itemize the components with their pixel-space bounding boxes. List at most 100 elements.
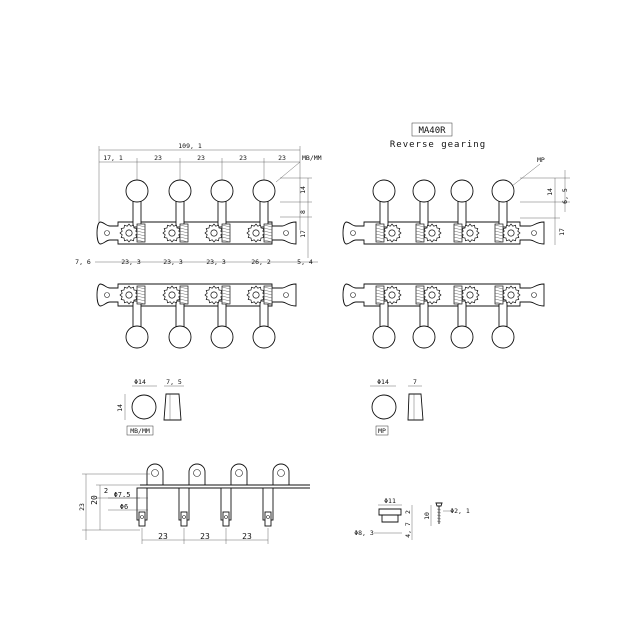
model-name: MA40R bbox=[418, 126, 446, 136]
right-dim-label: 17 bbox=[299, 230, 307, 238]
post-tip bbox=[138, 511, 146, 527]
spacing-label: 23 bbox=[200, 532, 210, 541]
knob-caption: MB/MM bbox=[130, 427, 150, 435]
worm-thread bbox=[179, 286, 189, 305]
knob-type-label: MP bbox=[537, 156, 545, 164]
bushing-right-label: 2 bbox=[404, 510, 412, 514]
side-dim-label: 2 bbox=[104, 487, 108, 495]
knob-caption-box bbox=[375, 425, 389, 436]
tuner-knob bbox=[372, 325, 396, 349]
tuner-knob bbox=[125, 179, 149, 203]
knob-front-view bbox=[131, 394, 157, 420]
side-view: 23 20 2 Φ7.5 Φ6 23 23 23 bbox=[78, 463, 310, 544]
knob-shaft bbox=[498, 300, 508, 328]
shaft-dim-label: Φ6 bbox=[120, 503, 128, 511]
knob-shaft bbox=[175, 200, 185, 228]
worm-thread bbox=[221, 286, 231, 305]
right-dim-label: 17 bbox=[558, 228, 566, 236]
tuner-knob bbox=[168, 179, 192, 203]
spacing-top-label: 23 bbox=[278, 154, 286, 162]
tuner-knob bbox=[125, 325, 149, 349]
post-set bbox=[136, 463, 290, 527]
knob-shaft bbox=[259, 200, 269, 228]
mounting-hole bbox=[193, 469, 201, 477]
worm-thread bbox=[221, 224, 231, 243]
knob-detail-right: Φ14 7 MP bbox=[370, 378, 424, 436]
knob-shaft bbox=[379, 300, 389, 328]
mounting-hole bbox=[350, 292, 356, 298]
knob-type-label: MB/MM bbox=[302, 154, 322, 162]
gear-hub bbox=[507, 291, 515, 299]
spacing-label: 23 bbox=[158, 532, 168, 541]
gear-hub bbox=[388, 229, 396, 237]
gear-hub bbox=[428, 229, 436, 237]
string-hole bbox=[140, 515, 144, 519]
post-tip bbox=[180, 511, 188, 527]
bushing-top-label: Φ11 bbox=[384, 497, 396, 505]
knob-diameter-label: Φ14 bbox=[377, 378, 389, 386]
worm-thread bbox=[453, 286, 463, 305]
bushing-body bbox=[381, 514, 399, 523]
side-dim-label: 23 bbox=[78, 503, 86, 511]
knob-shaft bbox=[419, 200, 429, 228]
knob-front-view bbox=[371, 394, 397, 420]
spacing-top-label: 23 bbox=[154, 154, 162, 162]
tuner-knob bbox=[450, 179, 474, 203]
knob-shaft bbox=[217, 200, 227, 228]
leader-line bbox=[511, 163, 541, 187]
gear-hub bbox=[168, 229, 176, 237]
mounting-ear bbox=[230, 463, 248, 485]
mounting-hole bbox=[283, 230, 289, 236]
tuner-knob bbox=[252, 325, 276, 349]
spacing-top-label: 17, 1 bbox=[103, 154, 123, 162]
bushing-bottom-label: Φ8, 3 bbox=[354, 529, 374, 537]
gear-hub bbox=[125, 291, 133, 299]
bushing-flange bbox=[378, 508, 402, 516]
spacing-bottom-label: 26, 2 bbox=[251, 258, 271, 266]
leader-line bbox=[275, 161, 301, 183]
knob-shaft bbox=[457, 300, 467, 328]
knob-shaft bbox=[132, 200, 142, 228]
knob-shaft bbox=[457, 200, 467, 228]
tuner-knob bbox=[450, 325, 474, 349]
screw-length-label: 10 bbox=[423, 512, 431, 520]
screw-detail: 10 Φ2, 1 bbox=[423, 502, 470, 526]
mounting-hole bbox=[531, 292, 537, 298]
spacing-top-label: 23 bbox=[239, 154, 247, 162]
bushing-right-label: 4, 7 bbox=[404, 522, 412, 538]
gear-hub bbox=[388, 291, 396, 299]
worm-thread bbox=[415, 286, 425, 305]
gear-hub bbox=[466, 291, 474, 299]
worm-thread bbox=[136, 286, 146, 305]
model-name-box bbox=[411, 122, 453, 137]
mounting-hole bbox=[104, 292, 110, 298]
worm-thread bbox=[263, 224, 273, 243]
model-subtitle: Reverse gearing bbox=[390, 140, 486, 150]
mounting-hole bbox=[350, 230, 356, 236]
spacing-bottom-label: 23, 3 bbox=[206, 258, 226, 266]
spacing-bottom-label: 5, 4 bbox=[297, 258, 313, 266]
gear-hub bbox=[507, 229, 515, 237]
shaft-dim-label: Φ7.5 bbox=[114, 491, 131, 499]
mounting-hole bbox=[151, 469, 159, 477]
tuner-knob bbox=[491, 325, 515, 349]
tuner-knob bbox=[168, 325, 192, 349]
spacing-top-label: 23 bbox=[197, 154, 205, 162]
worm-thread bbox=[179, 224, 189, 243]
spacing-label: 23 bbox=[242, 532, 252, 541]
worm-thread bbox=[453, 224, 463, 243]
gear-hub bbox=[210, 229, 218, 237]
knob-shaft bbox=[259, 300, 269, 328]
gear-hub bbox=[428, 291, 436, 299]
mounting-ear bbox=[188, 463, 206, 485]
post-tip bbox=[222, 511, 230, 527]
knob-shaft bbox=[379, 200, 389, 228]
worm-thread bbox=[494, 224, 504, 243]
worm-thread bbox=[375, 286, 385, 305]
knob-diameter-label: Φ14 bbox=[134, 378, 146, 386]
gear-hub bbox=[210, 291, 218, 299]
tuner-knob bbox=[412, 179, 436, 203]
mounting-hole bbox=[235, 469, 243, 477]
mounting-ear bbox=[272, 463, 290, 485]
